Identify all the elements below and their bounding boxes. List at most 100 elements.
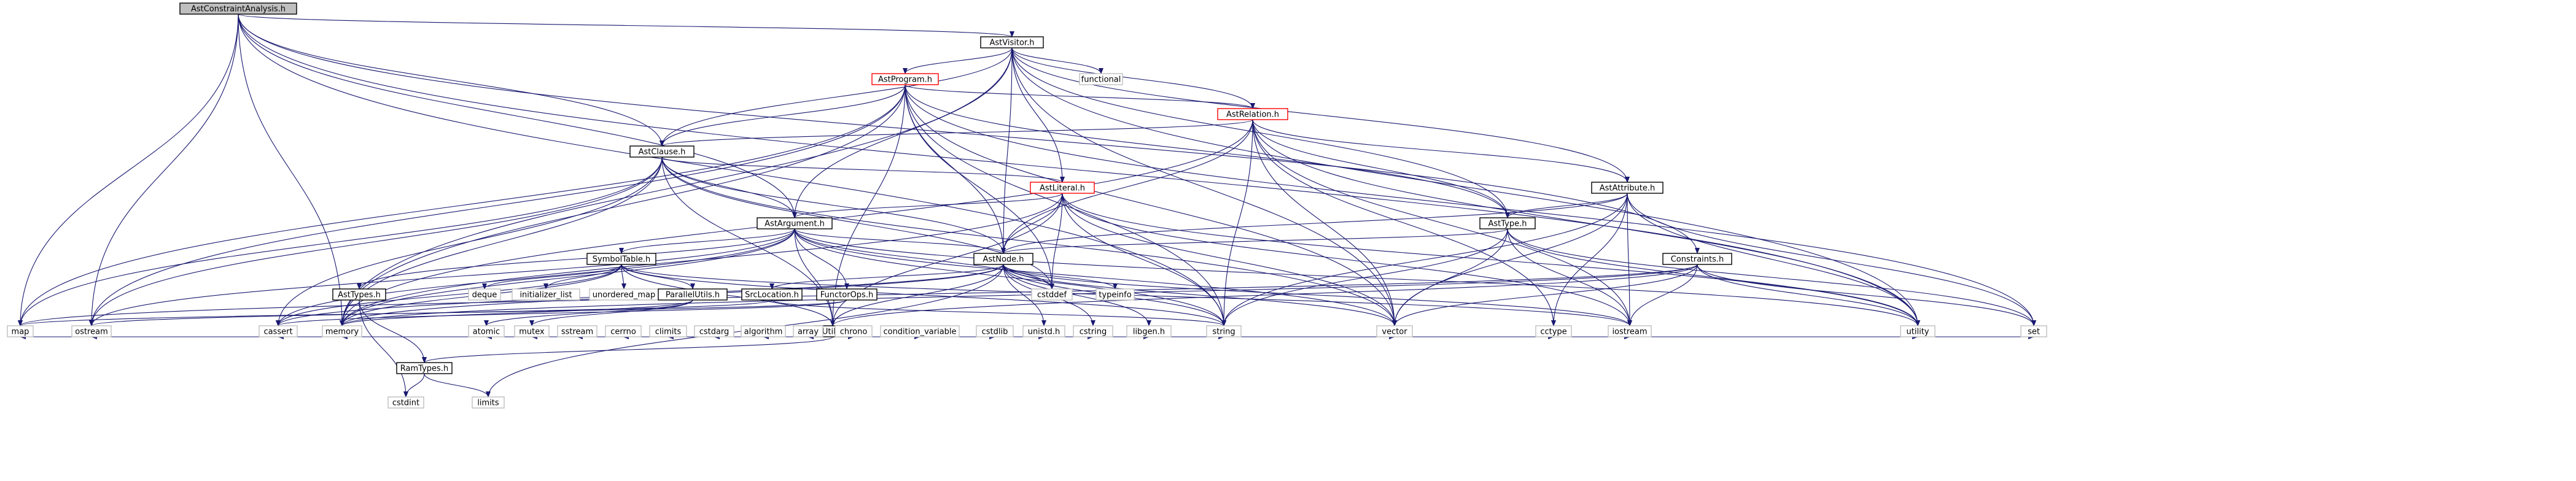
edge-astprogram-to-vector <box>905 84 1397 326</box>
edge-astliteral-to-utilh <box>830 193 1063 326</box>
node-functional: functional <box>1079 73 1123 85</box>
node-box-mutex <box>514 325 550 337</box>
edge-symboltable-to-cassert <box>276 264 622 326</box>
edge-parallelutils-to-memory <box>340 299 693 326</box>
node-label-astprogram: AstProgram.h <box>878 75 932 85</box>
node-astrelation[interactable]: AstRelation.h <box>1217 108 1288 120</box>
edge-asttype-to-vector <box>1392 228 1508 326</box>
node-box-cassert <box>259 325 298 337</box>
node-cassert: cassert <box>259 325 298 337</box>
node-asttypes[interactable]: AstTypes.h <box>332 288 386 301</box>
edge-astprogram-to-astclause <box>660 84 906 147</box>
node-label-srclocation: SrcLocation.h <box>745 291 799 300</box>
node-label-limits: limits <box>477 399 499 408</box>
node-label-chrono: chrono <box>840 328 868 337</box>
edge-astargument-to-cassert <box>276 228 795 326</box>
node-box-utility <box>1900 325 1936 337</box>
edge-srclocation-to-string <box>771 299 1226 326</box>
edge-astrelation-to-utility <box>1252 119 1920 326</box>
edge-astvisitor-to-memory <box>340 47 1013 326</box>
edge-astclause-to-map <box>18 156 663 326</box>
edge-astvisitor-to-astargument <box>792 47 1013 218</box>
edge-astargument-to-ostream <box>89 228 795 326</box>
edge-astattribute-to-asttype <box>1505 193 1628 218</box>
node-label-asttypes: AstTypes.h <box>338 291 381 300</box>
edge-astvisitor-to-astprogram <box>903 47 1013 74</box>
edge-astattribute-to-set <box>1627 193 2036 326</box>
node-box-parallelutils <box>658 288 728 301</box>
edge-asttype-to-set <box>1507 228 2036 326</box>
node-label-astliteral: AstLiteral.h <box>1040 184 1085 193</box>
edge-astargument-to-vector <box>794 228 1397 326</box>
node-label-deque: deque <box>472 291 497 300</box>
node-symboltable[interactable]: SymbolTable.h <box>586 253 656 265</box>
node-label-unistd: unistd.h <box>1028 328 1060 337</box>
node-label-unordered_map: unordered_map <box>593 291 656 300</box>
edge-astattribute-to-string <box>1221 193 1628 326</box>
node-label-astclause: AstClause.h <box>639 148 686 157</box>
edge-astprogram-to-utilh <box>830 84 906 326</box>
node-astargument[interactable]: AstArgument.h <box>757 217 833 229</box>
node-memory: memory <box>322 325 362 337</box>
edge-constraints-to-memory <box>340 264 1698 326</box>
node-box-iostream <box>1608 325 1652 337</box>
edge-astvisitor-to-utility <box>1011 47 1920 326</box>
node-label-string: string <box>1212 328 1235 337</box>
edge-astclause-to-ostream <box>89 156 663 326</box>
node-box-initializer_list <box>512 288 580 301</box>
node-string: string <box>1206 325 1242 337</box>
node-functorops[interactable]: FunctorOps.h <box>816 288 877 301</box>
node-unistd: unistd.h <box>1022 325 1065 337</box>
edge-astvisitor-to-astattribute <box>1011 47 1630 183</box>
node-label-ostream: ostream <box>75 328 108 337</box>
edge-astclause-to-cassert <box>276 156 663 326</box>
node-box-constraints <box>1662 253 1732 265</box>
edge-astnode-to-srclocation <box>769 264 1004 290</box>
edge-symboltable-to-unordered_map <box>621 264 626 290</box>
node-label-utility: utility <box>1907 328 1929 337</box>
node-box-cstring <box>1073 325 1113 337</box>
node-srclocation[interactable]: SrcLocation.h <box>741 288 803 301</box>
node-cstddef: cstddef <box>1031 288 1073 301</box>
node-astvisitor[interactable]: AstVisitor.h <box>980 36 1044 48</box>
node-box-functional <box>1079 73 1123 85</box>
node-astliteral[interactable]: AstLiteral.h <box>1030 182 1095 194</box>
edge-astnode-to-utilh <box>830 264 1004 326</box>
node-label-astargument: AstArgument.h <box>765 220 825 229</box>
edge-astvisitor-to-vector <box>1011 47 1397 326</box>
node-ramtypes[interactable]: RamTypes.h <box>396 362 453 374</box>
edge-root-to-astargument <box>238 13 797 218</box>
edge-astvisitor-to-astclause <box>660 47 1013 147</box>
edge-astrelation-to-iostream <box>1252 119 1632 326</box>
node-box-algorithm <box>741 325 786 337</box>
node-condition_variable: condition_variable <box>880 325 960 337</box>
edge-astattribute-to-vector <box>1392 193 1628 326</box>
node-box-astattribute <box>1591 182 1664 194</box>
node-root[interactable]: AstConstraintAnalysis.h <box>179 2 297 15</box>
node-asttype[interactable]: AstType.h <box>1479 217 1536 229</box>
edge-astliteral-to-vector <box>1062 193 1397 326</box>
node-box-astvisitor <box>980 36 1044 48</box>
edge-functorops-to-cassert <box>276 299 847 326</box>
node-astprogram[interactable]: AstProgram.h <box>871 73 939 85</box>
node-utility: utility <box>1900 325 1936 337</box>
node-box-set <box>2020 325 2047 337</box>
node-astclause[interactable]: AstClause.h <box>629 145 695 158</box>
edge-astnode-to-libgen <box>1003 264 1151 326</box>
node-label-astvisitor: AstVisitor.h <box>990 39 1035 48</box>
node-astnode[interactable]: AstNode.h <box>973 253 1033 265</box>
node-cstring: cstring <box>1073 325 1113 337</box>
node-label-cstdarg: cstdarg <box>699 328 730 337</box>
node-vector: vector <box>1376 325 1413 337</box>
edge-astprogram-to-memory <box>340 84 906 326</box>
node-label-condition_variable: condition_variable <box>883 328 956 337</box>
node-astattribute[interactable]: AstAttribute.h <box>1591 182 1664 194</box>
node-parallelutils[interactable]: ParallelUtils.h <box>658 288 728 301</box>
edge-astprogram-to-ostream <box>89 84 906 326</box>
edge-root-to-string <box>238 13 1226 326</box>
edge-astliteral-to-astargument <box>792 193 1063 218</box>
node-cerrno: cerrno <box>605 325 642 337</box>
node-box-astnode <box>973 253 1033 265</box>
node-constraints[interactable]: Constraints.h <box>1662 253 1732 265</box>
node-label-memory: memory <box>325 328 359 337</box>
